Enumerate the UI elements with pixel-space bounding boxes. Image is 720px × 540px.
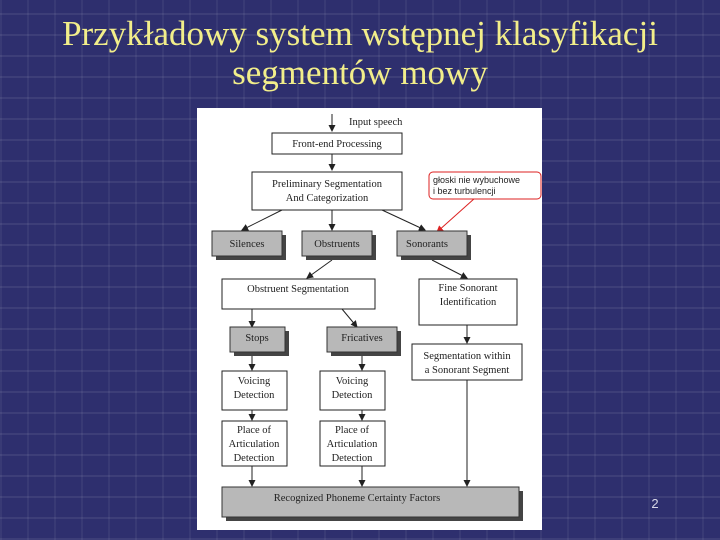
preliminary-line-2: And Categorization	[286, 193, 369, 204]
silences-label: Silences	[230, 239, 265, 250]
fricatives-label: Fricatives	[341, 333, 382, 344]
diagram-connectors	[241, 114, 471, 487]
preliminary-segmentation-box: Preliminary Segmentation And Categorizat…	[251, 171, 403, 211]
obstruent-segmentation-box: Obstruent Segmentation	[221, 278, 376, 310]
voicing-right-line-2: Detection	[332, 390, 374, 401]
place-right-line-2: Articulation	[327, 439, 378, 450]
place-detection-box-right: Place of Articulation Detection	[319, 420, 386, 467]
annotation-arrow	[436, 197, 476, 233]
obstruent-segmentation-label: Obstruent Segmentation	[247, 284, 350, 295]
stops-label: Stops	[245, 333, 268, 344]
segmentation-within-line-2: a Sonorant Segment	[425, 365, 510, 376]
segmentation-within-line-1: Segmentation within	[423, 351, 511, 362]
voicing-right-line-1: Voicing	[336, 376, 369, 387]
page-number: 2	[651, 496, 659, 511]
fine-sonorant-box: Fine Sonorant Identification	[418, 278, 518, 326]
recognized-phoneme-label: Recognized Phoneme Certainty Factors	[274, 493, 441, 504]
front-end-box: Front-end Processing	[271, 132, 403, 155]
place-left-line-2: Articulation	[229, 439, 280, 450]
voicing-detection-box-right: Voicing Detection	[319, 370, 386, 411]
segmentation-within-box: Segmentation within a Sonorant Segment	[411, 343, 523, 381]
voicing-left-line-2: Detection	[234, 390, 276, 401]
silences-box: Silences	[211, 230, 286, 260]
annotation-line-2: i bez turbulencji	[433, 186, 496, 196]
sonorants-box: Sonorants	[396, 230, 471, 260]
sonorants-label: Sonorants	[406, 239, 448, 250]
recognized-phoneme-box: Recognized Phoneme Certainty Factors	[221, 486, 523, 521]
place-detection-box-left: Place of Articulation Detection	[221, 420, 288, 467]
fine-sonorant-line-1: Fine Sonorant	[438, 283, 497, 294]
place-right-line-3: Detection	[332, 453, 374, 464]
obstruents-label: Obstruents	[314, 239, 360, 250]
place-left-line-1: Place of	[237, 425, 272, 436]
classification-diagram: Input speech Front-end Processing Prelim…	[197, 108, 542, 530]
slide-title-line-1: Przykładowy system wstępnej klasyfikacji	[62, 14, 658, 53]
place-right-line-1: Place of	[335, 425, 370, 436]
fine-sonorant-line-2: Identification	[440, 297, 497, 308]
obstruents-box: Obstruents	[301, 230, 376, 260]
annotation-line-1: głoski nie wybuchowe	[433, 175, 520, 185]
voicing-detection-box-left: Voicing Detection	[221, 370, 288, 411]
stops-box: Stops	[229, 326, 289, 356]
annotation-box: głoski nie wybuchowe i bez turbulencji	[428, 171, 542, 200]
voicing-left-line-1: Voicing	[238, 376, 271, 387]
preliminary-line-1: Preliminary Segmentation	[272, 179, 383, 190]
front-end-label: Front-end Processing	[292, 139, 382, 150]
slide-title-line-2: segmentów mowy	[232, 53, 488, 92]
fricatives-box: Fricatives	[326, 326, 401, 356]
input-speech-label: Input speech	[349, 117, 403, 128]
place-left-line-3: Detection	[234, 453, 276, 464]
slide-title: Przykładowy system wstępnej klasyfikacji…	[0, 14, 720, 92]
